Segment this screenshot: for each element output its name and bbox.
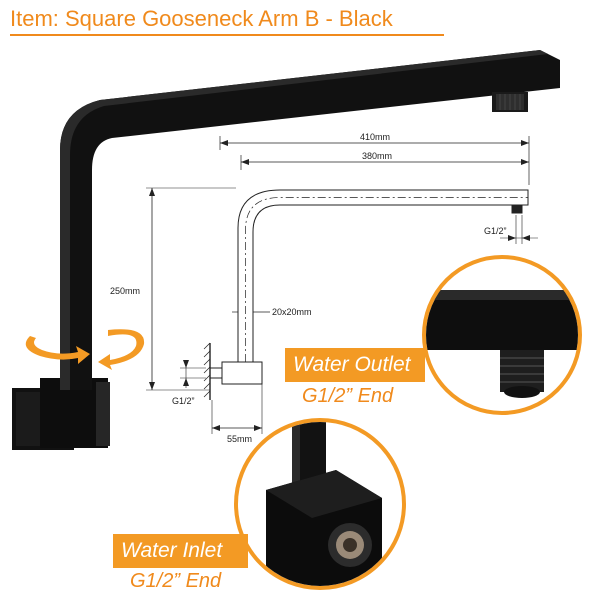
outlet-detail-circle bbox=[422, 255, 582, 415]
title-underline bbox=[10, 34, 444, 36]
outlet-callout-sub: G1/2” End bbox=[302, 385, 394, 407]
rotation-arrow-icon bbox=[25, 329, 145, 370]
shower-arm-photo bbox=[12, 50, 560, 450]
dimension-arrows bbox=[149, 140, 530, 431]
inlet-detail-circle bbox=[234, 418, 406, 590]
inlet-callout-label: Water Inlet bbox=[113, 534, 248, 568]
arm-tube bbox=[60, 50, 560, 390]
dim-height: 250mm bbox=[110, 286, 140, 296]
inlet-callout-sub: G1/2” End bbox=[130, 570, 222, 592]
technical-drawing bbox=[146, 136, 538, 434]
outlet-callout-label: Water Outlet bbox=[285, 348, 425, 382]
product-title: Item: Square Gooseneck Arm B - Black bbox=[10, 6, 393, 31]
dim-arm-length: 380mm bbox=[362, 151, 392, 161]
dim-outlet-thread: G1/2” bbox=[484, 226, 507, 236]
dim-inlet-thread: G1/2” bbox=[172, 396, 195, 406]
dim-wall-projection: 55mm bbox=[227, 434, 252, 444]
dim-tube-section: 20x20mm bbox=[272, 307, 312, 317]
dim-overall-length: 410mm bbox=[360, 132, 390, 142]
